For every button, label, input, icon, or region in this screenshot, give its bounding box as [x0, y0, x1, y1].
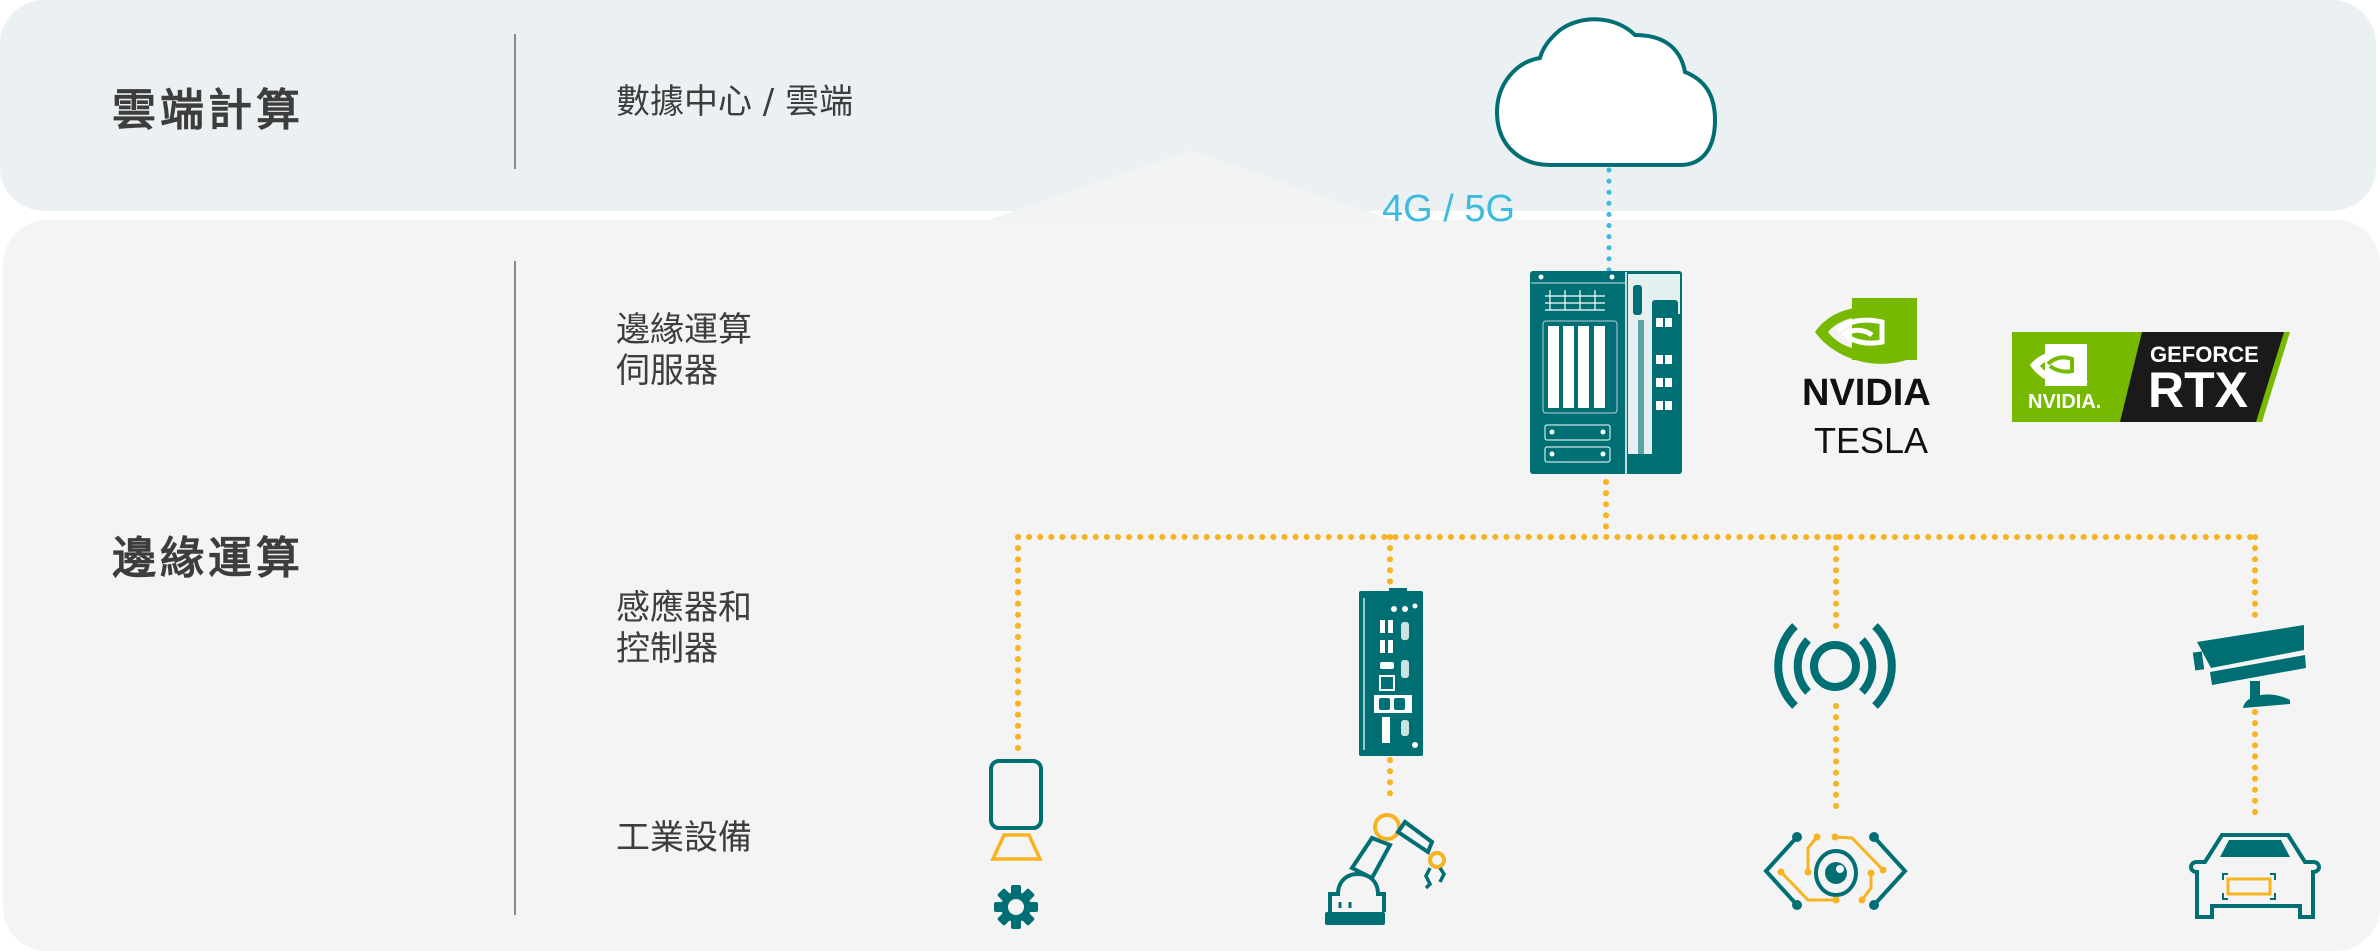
- edge-section-divider: [514, 261, 516, 915]
- edge-section-title: 邊緣運算: [112, 533, 304, 584]
- nvidia-tesla-logo: NVIDIA TESLA: [1802, 298, 1931, 461]
- surveillance-camera-icon: [2192, 625, 2306, 708]
- nvidia-wordmark: NVIDIA: [1802, 372, 1931, 414]
- tier-label-industrial-equipment: 工業設備: [616, 818, 752, 858]
- nvidia-wordmark-small: NVIDIA.: [2028, 391, 2101, 413]
- gear-icon: [994, 885, 1038, 929]
- geforce-wordmark: GEFORCE: [2150, 342, 2259, 367]
- projector-base-icon: [990, 833, 1043, 861]
- embedded-controller-icon: [1359, 588, 1423, 756]
- robot-arm-icon: [1325, 813, 1447, 925]
- edge-computing-panel: [3, 220, 2380, 951]
- car-license-plate-icon: [2189, 833, 2321, 919]
- monitor-icon: [989, 759, 1043, 830]
- tier-label-edge-server: 邊緣運算 伺服器: [616, 310, 752, 391]
- wireless-sensor-icon: [1774, 623, 1896, 709]
- cloud-icon: [1494, 17, 1718, 167]
- network-label: 4G / 5G: [1382, 188, 1516, 230]
- tier-label-datacenter-cloud: 數據中心 / 雲端: [616, 82, 854, 122]
- tesla-wordmark: TESLA: [1814, 420, 1928, 461]
- ai-eye-circuit-icon: [1763, 832, 1908, 910]
- cloud-section-title: 雲端計算: [112, 85, 304, 136]
- geforce-rtx-logo: NVIDIA. GEFORCE RTX: [2012, 332, 2290, 422]
- tier-label-sensors-controllers: 感應器和 控制器: [616, 588, 752, 669]
- cloud-section-divider: [514, 34, 516, 169]
- edge-server-icon: [1530, 271, 1682, 474]
- edge-network-links: [1015, 479, 2258, 815]
- machine-vision-station-icon: [989, 759, 1043, 929]
- rtx-wordmark: RTX: [2148, 362, 2248, 418]
